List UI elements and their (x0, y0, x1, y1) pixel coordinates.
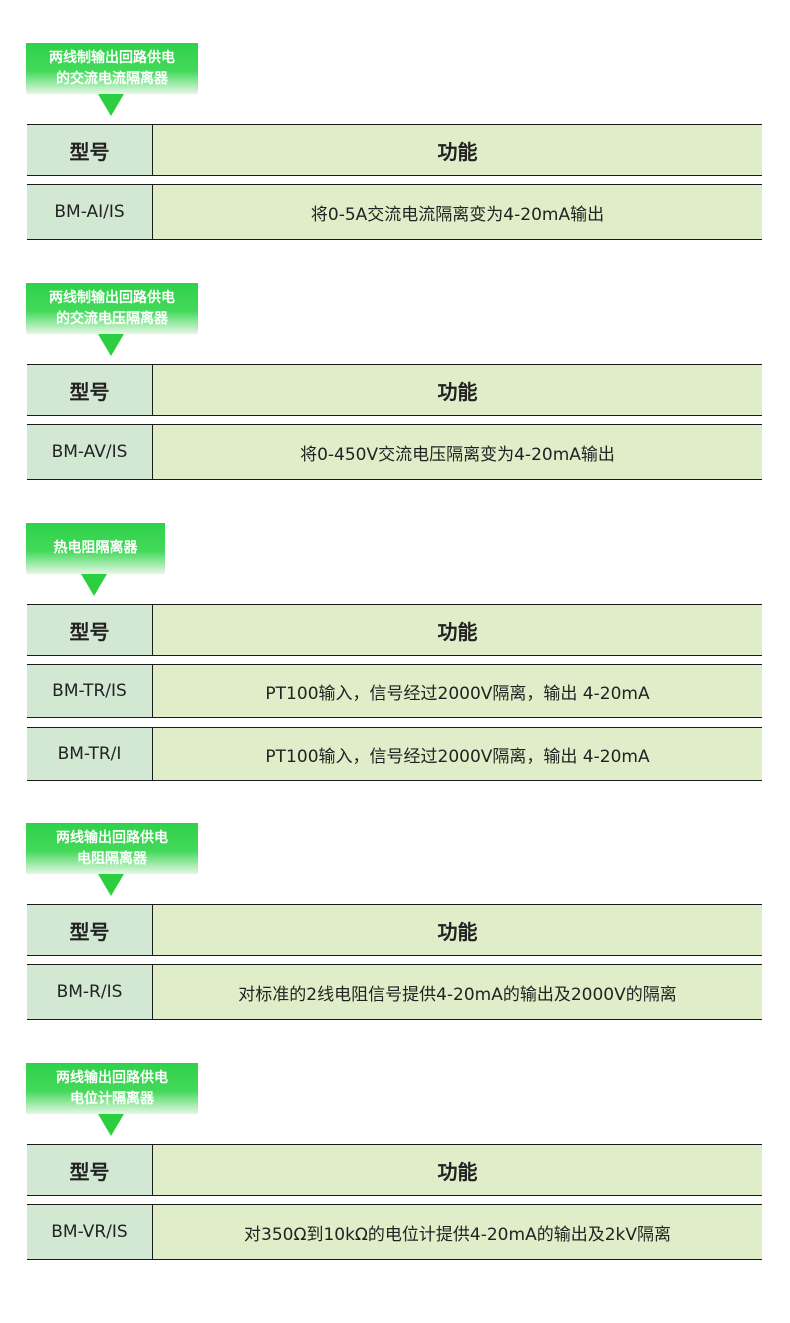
category-tag-line: 热电阻隔离器 (53, 540, 138, 556)
table-header-row: 型号 功能 (27, 1144, 762, 1196)
model-cell: BM-AV/IS (27, 425, 153, 479)
category-tag-line: 两线制输出回路供电 (49, 49, 175, 66)
model-cell: BM-TR/IS (27, 665, 153, 717)
table-row: BM-TR/IS PT100输入，信号经过2000V隔离，输出 4-20mA (27, 664, 762, 718)
category-tag: 两线输出回路供电 电位计隔离器 (26, 1063, 198, 1114)
header-model: 型号 (27, 125, 153, 175)
table-header-row: 型号 功能 (27, 904, 762, 956)
header-model: 型号 (27, 905, 153, 955)
category-tag: 两线输出回路供电 电阻隔离器 (26, 823, 198, 874)
arrow-down-icon (98, 334, 124, 356)
model-cell: BM-R/IS (27, 965, 153, 1019)
model-cell: BM-VR/IS (27, 1205, 153, 1259)
model-cell: BM-TR/I (27, 728, 153, 780)
table-row: BM-TR/I PT100输入，信号经过2000V隔离，输出 4-20mA (27, 727, 762, 781)
function-cell: 对350Ω到10kΩ的电位计提供4-20mA的输出及2kV隔离 (153, 1205, 762, 1259)
header-function: 功能 (153, 605, 762, 655)
header-model: 型号 (27, 365, 153, 415)
function-cell: 将0-450V交流电压隔离变为4-20mA输出 (153, 425, 762, 479)
header-model: 型号 (27, 1145, 153, 1195)
category-tag-line: 的交流电压隔离器 (56, 310, 168, 327)
header-model: 型号 (27, 605, 153, 655)
arrow-down-icon (98, 1114, 124, 1136)
arrow-down-icon (81, 574, 107, 596)
arrow-down-icon (98, 874, 124, 896)
category-tag-line: 两线输出回路供电 (56, 1069, 168, 1086)
function-cell: 将0-5A交流电流隔离变为4-20mA输出 (153, 185, 762, 239)
category-tag-line: 两线制输出回路供电 (49, 289, 175, 306)
table-row: BM-AI/IS 将0-5A交流电流隔离变为4-20mA输出 (27, 184, 762, 240)
header-function: 功能 (153, 365, 762, 415)
model-cell: BM-AI/IS (27, 185, 153, 239)
category-tag: 两线制输出回路供电 的交流电流隔离器 (26, 43, 198, 94)
function-cell: PT100输入，信号经过2000V隔离，输出 4-20mA (153, 665, 762, 717)
table-row: BM-R/IS 对标准的2线电阻信号提供4-20mA的输出及2000V的隔离 (27, 964, 762, 1020)
category-tag-line: 的交流电流隔离器 (56, 70, 168, 87)
header-function: 功能 (153, 125, 762, 175)
category-tag-line: 电位计隔离器 (70, 1090, 154, 1107)
arrow-down-icon (98, 94, 124, 116)
function-cell: 对标准的2线电阻信号提供4-20mA的输出及2000V的隔离 (153, 965, 762, 1019)
header-function: 功能 (153, 905, 762, 955)
header-function: 功能 (153, 1145, 762, 1195)
category-tag-line: 电阻隔离器 (77, 850, 147, 867)
category-tag-line: 两线输出回路供电 (56, 829, 168, 846)
function-cell: PT100输入，信号经过2000V隔离，输出 4-20mA (153, 728, 762, 780)
category-tag: 两线制输出回路供电 的交流电压隔离器 (26, 283, 198, 334)
table-row: BM-VR/IS 对350Ω到10kΩ的电位计提供4-20mA的输出及2kV隔离 (27, 1204, 762, 1260)
table-header-row: 型号 功能 (27, 124, 762, 176)
table-header-row: 型号 功能 (27, 364, 762, 416)
table-row: BM-AV/IS 将0-450V交流电压隔离变为4-20mA输出 (27, 424, 762, 480)
category-tag: 热电阻隔离器 (26, 523, 165, 574)
table-header-row: 型号 功能 (27, 604, 762, 656)
